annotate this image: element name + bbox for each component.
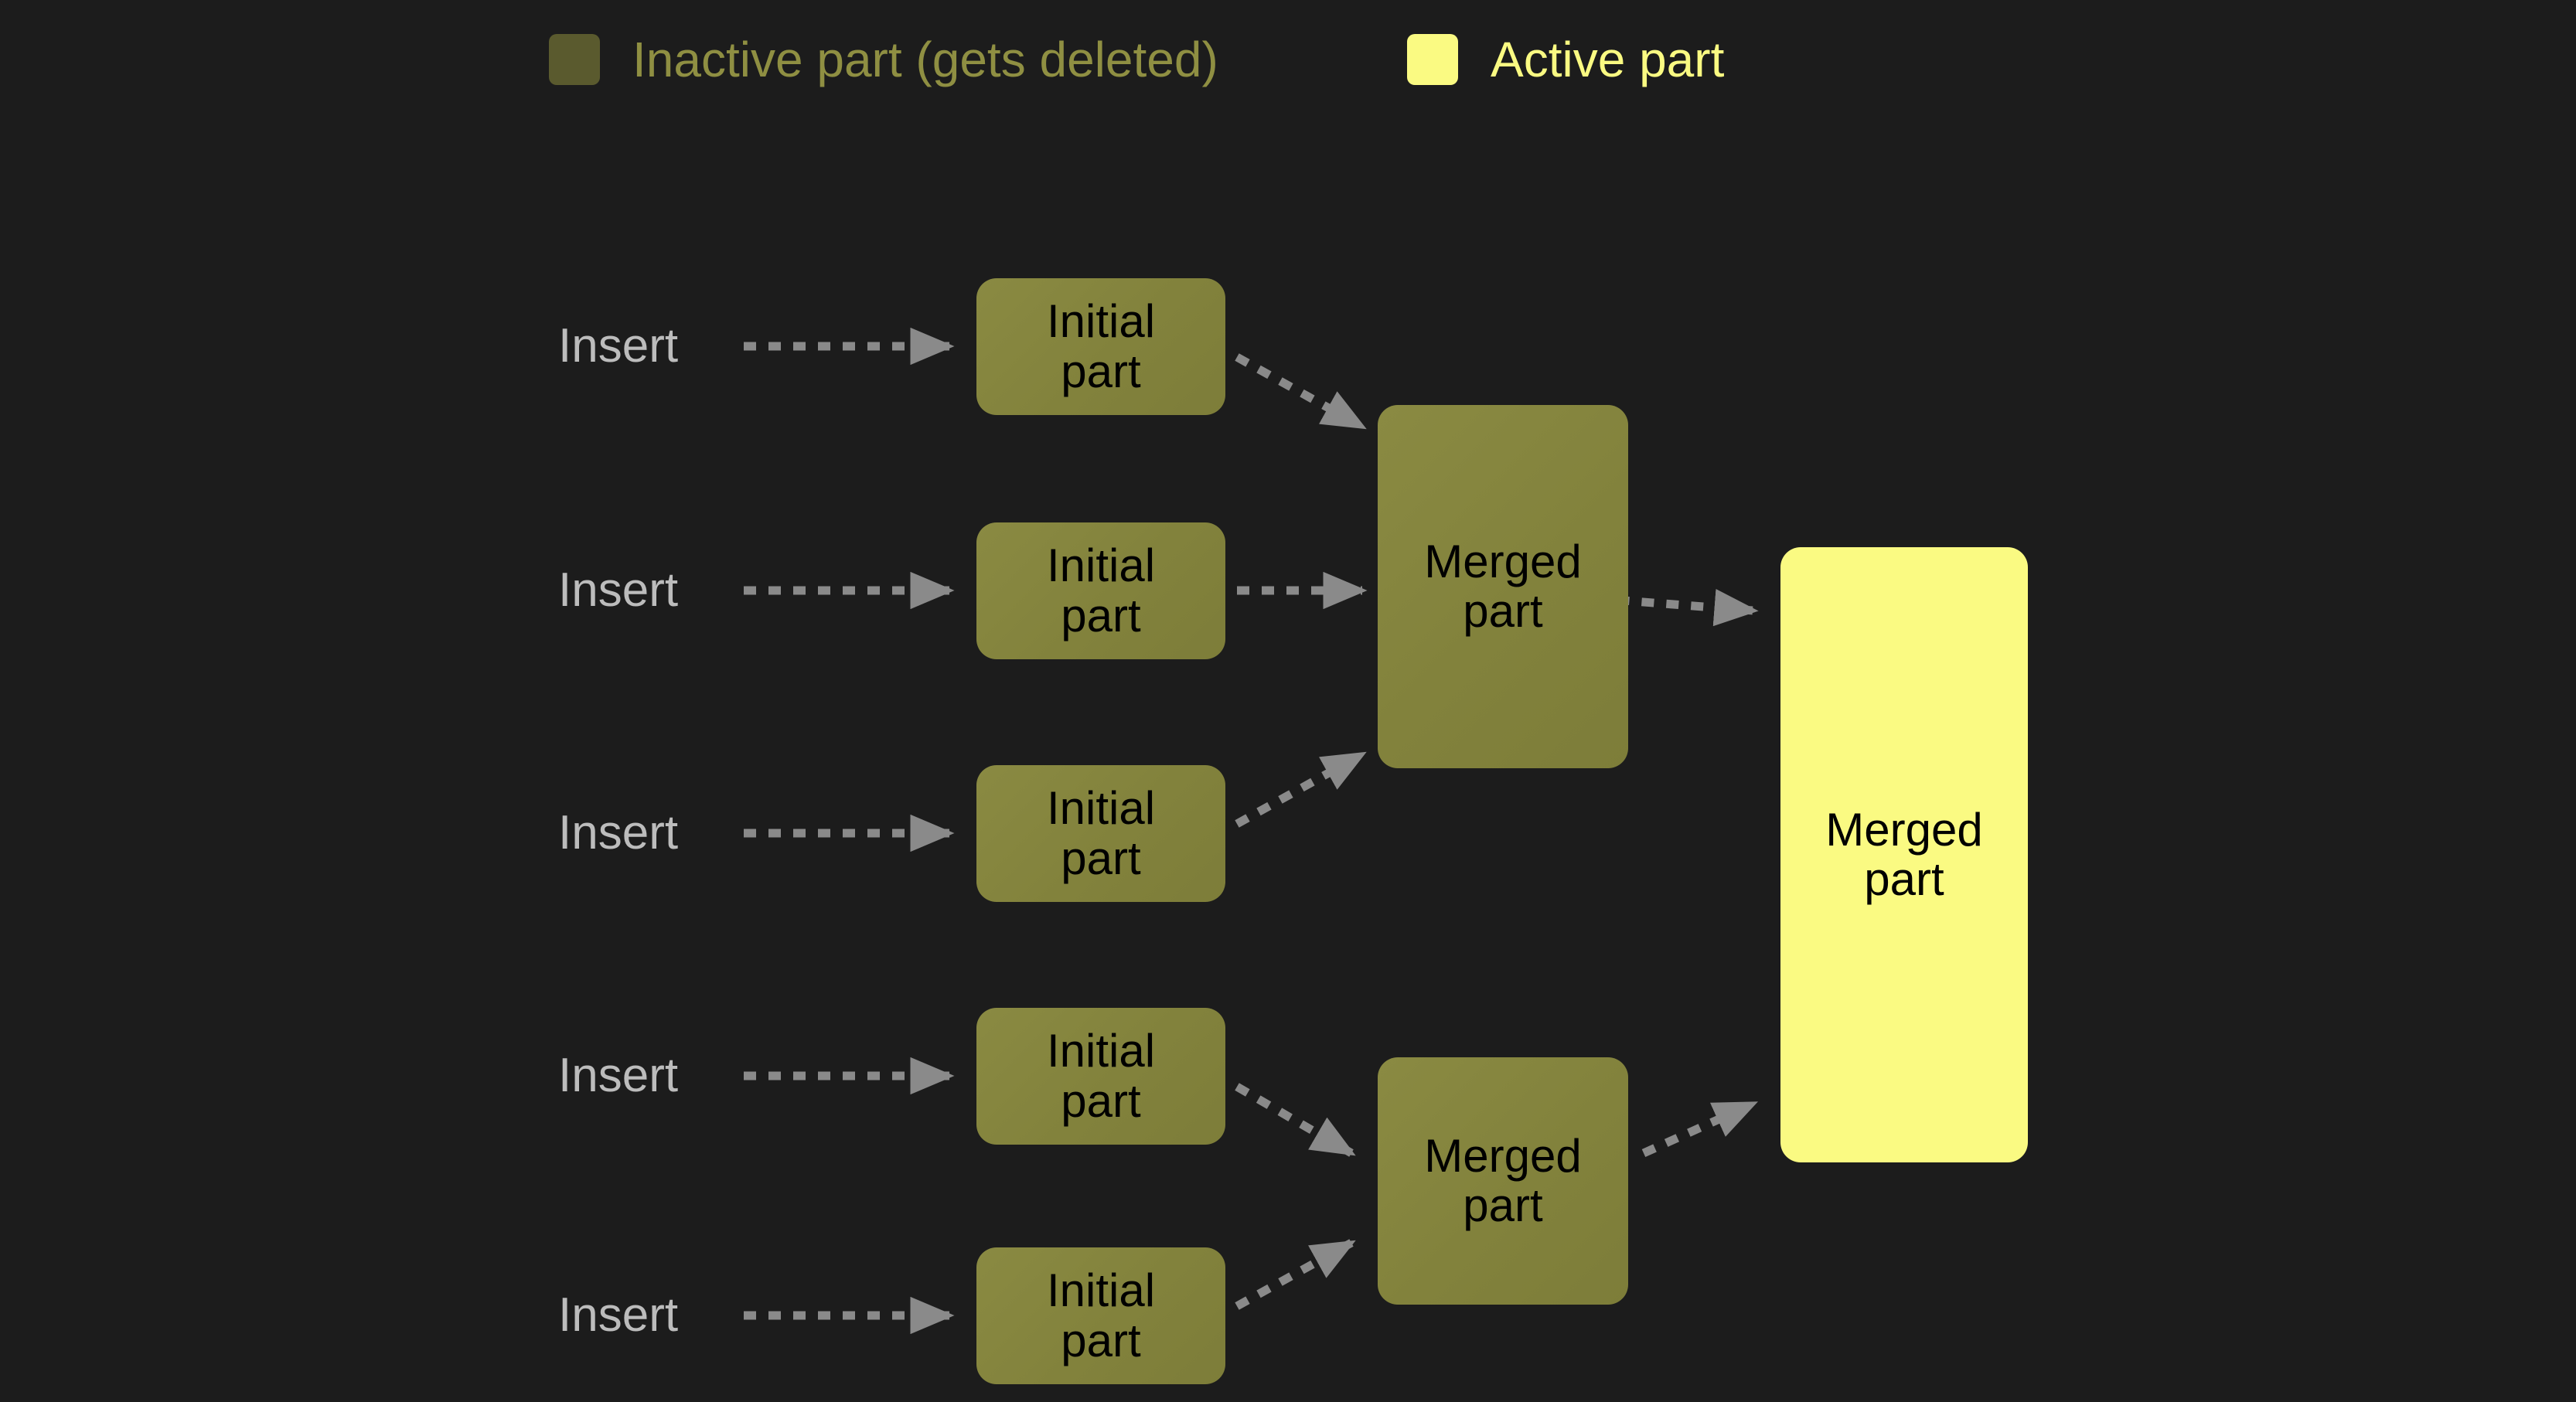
insert-label-1: Insert xyxy=(558,319,679,373)
legend-item-inactive-part: Inactive part (gets deleted) xyxy=(549,34,1218,85)
insert-label-3: Insert xyxy=(558,806,679,859)
arrow-initial-1-to-merged-top xyxy=(1235,353,1367,430)
legend-item-active-part: Active part xyxy=(1407,34,1724,85)
legend-swatch-inactive xyxy=(549,34,600,85)
legend-label-active: Active part xyxy=(1491,32,1725,87)
arrow-initial-4-to-merged-bottom xyxy=(1235,1083,1356,1157)
arrow-merged-bottom-to-merged-final xyxy=(1641,1099,1759,1158)
arrow-initial-3-to-merged-top xyxy=(1235,750,1367,828)
insert-label-2: Insert xyxy=(558,563,679,617)
legend-swatch-active xyxy=(1407,34,1458,85)
insert-label-5: Insert xyxy=(558,1288,679,1342)
arrow-initial-5-to-merged-bottom xyxy=(1235,1239,1356,1310)
insert-label-4: Insert xyxy=(558,1049,679,1102)
legend-label-inactive: Inactive part (gets deleted) xyxy=(632,32,1218,87)
